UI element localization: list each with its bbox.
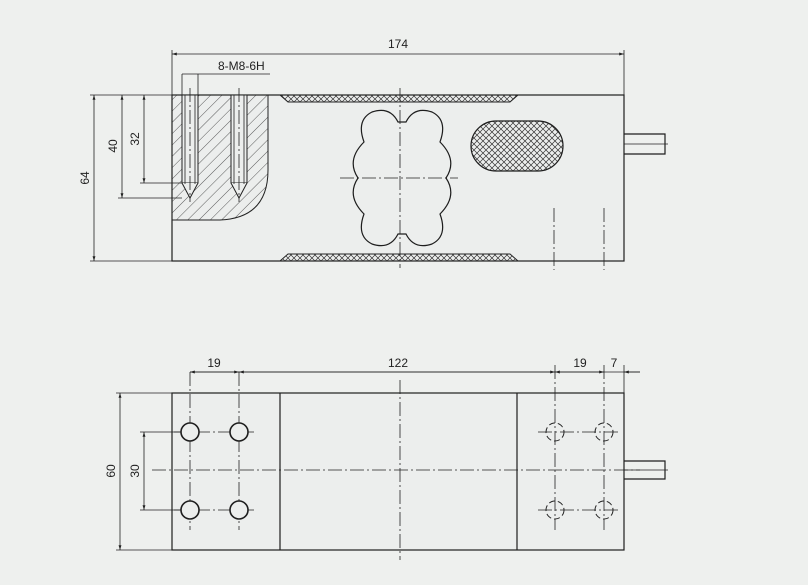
right-mounting-holes	[538, 365, 620, 530]
dim-left-pitch-label: 19	[207, 356, 221, 370]
threaded-hole-2	[230, 88, 248, 202]
dim-hole-inner-label: 32	[128, 132, 142, 146]
dim-hole-spacing-label: 30	[128, 464, 142, 478]
dim-center-span-label: 122	[388, 356, 408, 370]
bottom-cover-strip	[278, 253, 520, 262]
dim-edge-offset-label: 7	[611, 356, 618, 370]
bottom-body-outline	[171, 392, 625, 551]
threaded-hole-1	[181, 88, 199, 202]
top-cover-strip	[278, 94, 520, 103]
top-view: 174 8-M8-6H 64 40 32	[78, 37, 668, 270]
dim-height-label: 64	[78, 171, 92, 185]
dim-length-label: 174	[388, 37, 408, 51]
bottom-view: 19 122 19 7 60 30	[104, 356, 668, 560]
seal-cover	[470, 120, 564, 172]
dim-hole-outer-label: 40	[106, 139, 120, 153]
left-mounting-holes	[174, 372, 254, 530]
dim-width-label: 60	[104, 464, 118, 478]
dim-right-pitch-label: 19	[573, 356, 587, 370]
thread-callout-label: 8-M8-6H	[218, 59, 265, 73]
